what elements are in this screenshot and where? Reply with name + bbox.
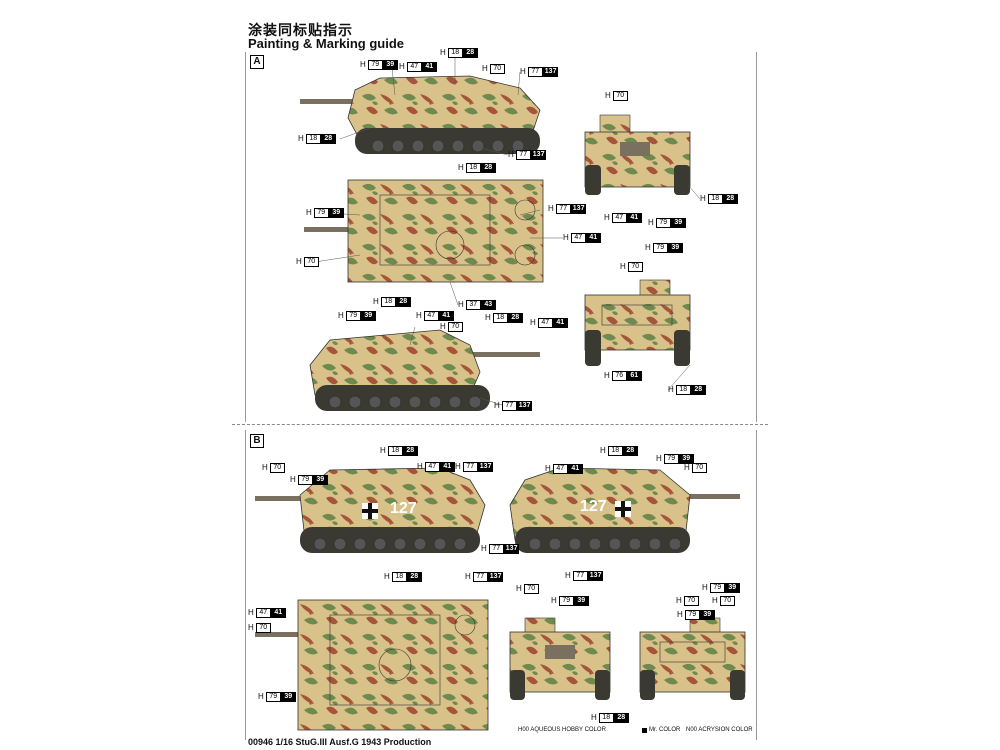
section-divider (232, 424, 768, 425)
section-b-label: B (250, 434, 264, 448)
legend-acrysion: N00 ACRYSION COLOR (686, 727, 753, 733)
title-english: Painting & Marking guide (248, 36, 405, 51)
footer-product-title: 00946 1/16 StuG.III Ausf.G 1943 Producti… (248, 737, 432, 747)
section-a-frame (245, 52, 757, 422)
legend-mr-color: Mr. COLOR (642, 727, 680, 733)
tank-a-front (584, 114, 691, 195)
tank-b-rear (639, 617, 746, 700)
legend-aqueous: H00 AQUEOUS HOBBY COLOR (518, 727, 606, 733)
tank-b-side-left (255, 467, 486, 553)
leader-lines (314, 56, 701, 407)
tank-a-top (304, 179, 544, 283)
tank-a-side-right (309, 329, 540, 411)
square-marker-icon (642, 727, 647, 733)
section-a-label: A (250, 55, 264, 69)
section-b-frame (245, 430, 757, 740)
tank-b-top (255, 599, 489, 731)
tank-a-side-left (300, 75, 541, 154)
balkenkreuz-b2 (615, 501, 631, 517)
title-chinese: 涂装同标贴指示 (248, 22, 353, 38)
balkenkreuz-b1 (362, 503, 378, 519)
vehicle-number-left: 127 (390, 500, 417, 517)
tank-b-front (509, 617, 611, 700)
vehicle-number-right: 127 (580, 498, 607, 515)
tank-b-side-right (509, 467, 740, 553)
tank-a-rear (584, 279, 691, 366)
